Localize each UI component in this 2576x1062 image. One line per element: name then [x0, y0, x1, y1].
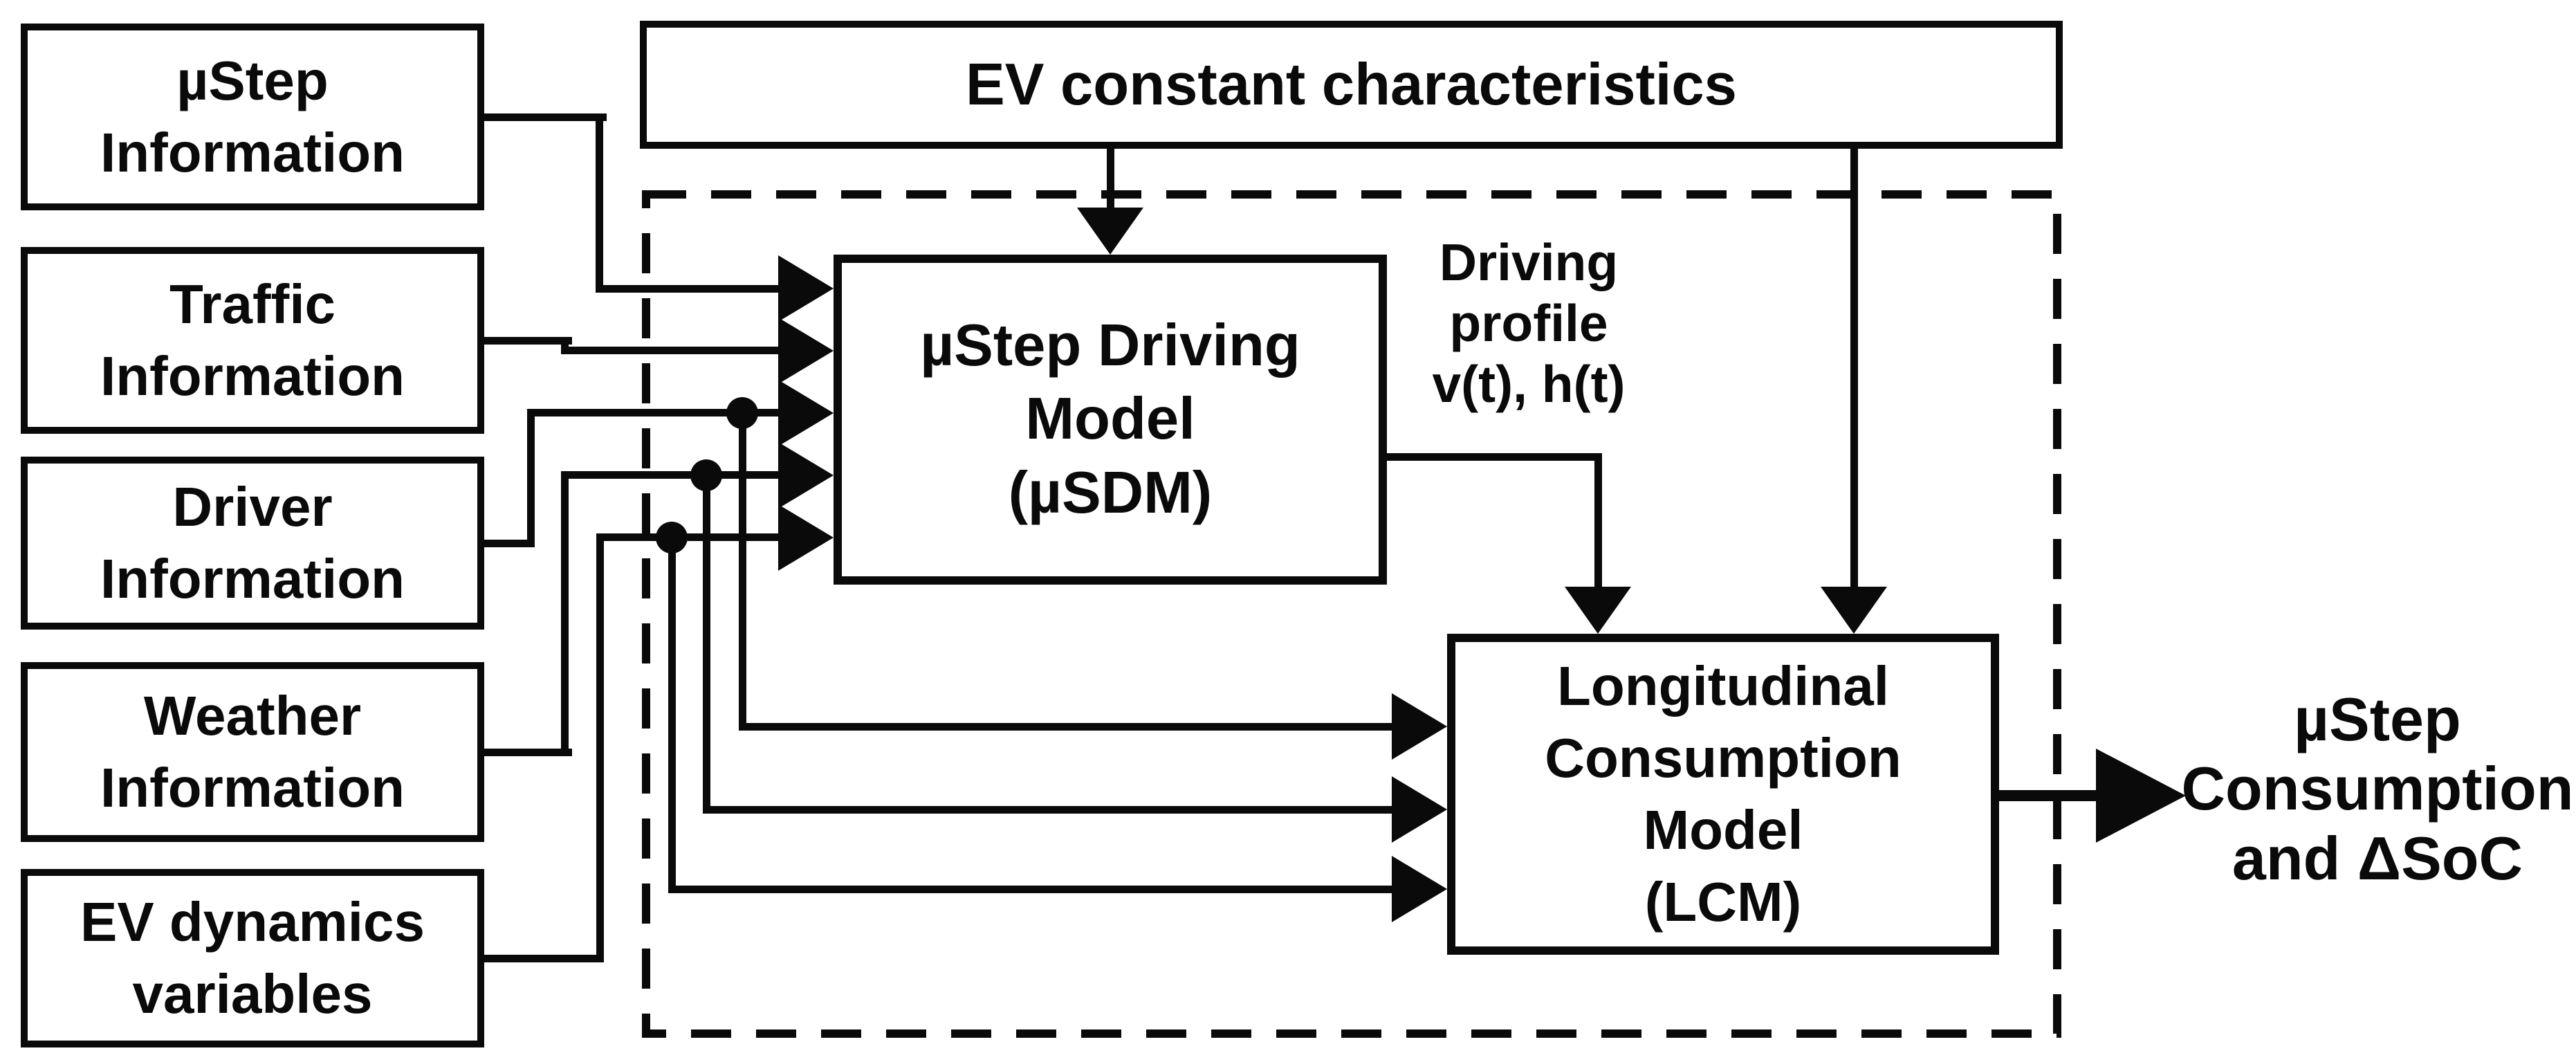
- output-label: µStep Consumption and ΔSoC: [2179, 685, 2576, 893]
- lcm-label-line: Consumption: [1545, 727, 1902, 789]
- line-segment: [596, 534, 604, 962]
- line-segment: [668, 886, 1397, 893]
- dashed-boundary-rect: [642, 190, 2061, 1038]
- line-segment: [668, 538, 676, 893]
- arrowhead-lcm-input-3: [1392, 856, 1447, 922]
- line-segment: [703, 806, 1397, 814]
- arrowhead-usdm-input-3: [778, 380, 834, 446]
- line-segment: [561, 347, 784, 354]
- line-segment: [484, 337, 572, 345]
- arrowhead-lcm-input-1: [1392, 693, 1447, 760]
- driving-profile-line: profile: [1449, 293, 1608, 352]
- output-label-line: and ΔSoC: [2232, 823, 2523, 892]
- line-segment: [1107, 149, 1114, 214]
- lcm-label-line: Model: [1643, 799, 1803, 861]
- line-segment: [561, 471, 784, 479]
- arrowhead-lcm-top-left: [1565, 587, 1631, 634]
- arrowhead-lcm-input-2: [1392, 776, 1447, 843]
- input-box-traffic-information: Traffic Information: [21, 247, 484, 434]
- output-label-line: Consumption: [2181, 754, 2574, 823]
- input-box-ev-dynamics-variables: EV dynamics variables: [21, 869, 484, 1047]
- arrowhead-usdm-input-5: [778, 504, 834, 571]
- arrowhead-usdm-top: [1077, 208, 1143, 255]
- line-segment: [1387, 453, 1602, 461]
- line-segment: [527, 409, 784, 416]
- input-box-weather-information: Weather Information: [21, 662, 484, 842]
- line-segment: [1594, 453, 1602, 592]
- line-segment: [596, 113, 603, 293]
- driving-profile-label: Driving profile v(t), h(t): [1397, 232, 1660, 414]
- input-label-line: Information: [100, 345, 405, 407]
- usdm-box: µStep Driving Model (µSDM): [834, 255, 1387, 585]
- line-segment: [484, 749, 572, 756]
- line-segment: [1850, 149, 1858, 592]
- input-label-line: Driver: [172, 476, 333, 538]
- lcm-box: Longitudinal Consumption Model (LCM): [1447, 634, 1999, 955]
- input-label-line: Information: [100, 122, 405, 183]
- usdm-label-line: µStep Driving: [920, 313, 1300, 379]
- line-segment: [739, 413, 746, 731]
- driving-profile-line: Driving: [1439, 233, 1619, 291]
- usdm-label-line: Model: [1025, 386, 1195, 452]
- driving-profile-line: v(t), h(t): [1432, 354, 1626, 413]
- line-segment: [561, 472, 569, 756]
- line-segment: [527, 410, 535, 547]
- arrowhead-usdm-input-4: [778, 442, 834, 509]
- line-segment: [739, 723, 1397, 731]
- arrowhead-usdm-input-2: [778, 318, 834, 384]
- ev-constant-characteristics-box: EV constant characteristics: [640, 21, 2063, 149]
- dashed-model-boundary: [642, 190, 2061, 1038]
- output-label-line: µStep: [2294, 685, 2461, 753]
- input-label-line: variables: [132, 963, 373, 1025]
- arrowhead-output: [2096, 749, 2186, 843]
- line-segment: [484, 540, 535, 547]
- line-segment: [703, 475, 710, 814]
- line-segment: [484, 955, 604, 962]
- lcm-label-line: Longitudinal: [1557, 655, 1889, 717]
- line-segment: [596, 533, 784, 541]
- input-label-line: µStep: [176, 50, 329, 111]
- input-box-driver-information: Driver Information: [21, 457, 484, 630]
- input-label-line: Traffic: [169, 273, 336, 335]
- arrowhead-usdm-input-1: [778, 255, 834, 322]
- line-segment: [561, 337, 569, 354]
- input-label-line: Information: [100, 548, 405, 610]
- line-segment: [596, 285, 784, 293]
- input-box-ustep-information: µStep Information: [21, 24, 484, 210]
- input-label-line: Information: [100, 757, 405, 818]
- line-segment: [484, 113, 607, 121]
- arrowhead-lcm-top-right: [1821, 587, 1887, 634]
- input-label-line: Weather: [143, 685, 362, 747]
- input-label-line: EV dynamics: [80, 891, 425, 953]
- ev-constant-characteristics-label: EV constant characteristics: [966, 51, 1737, 118]
- line-segment: [1999, 790, 2103, 801]
- usdm-label-line: (µSDM): [1008, 459, 1213, 526]
- lcm-label-line: (LCM): [1644, 871, 1802, 933]
